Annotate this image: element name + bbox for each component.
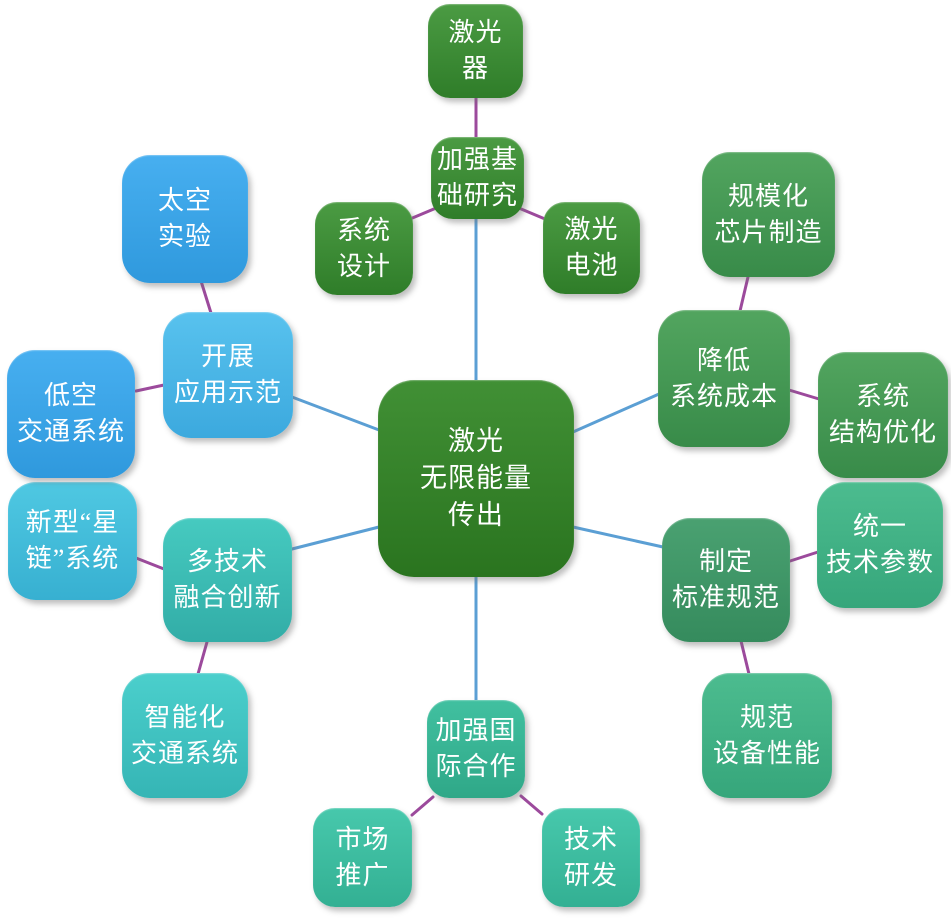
connector-application-demo-to-low-altitude-transport — [134, 383, 166, 393]
leaf-unified-technical-parameters: 统一 技术参数 — [817, 482, 943, 608]
connector-cooperation-to-tech-rd — [519, 794, 544, 816]
connector-standards-to-equipment-performance — [739, 639, 751, 676]
branch-set-standards-specifications: 制定 标准规范 — [662, 518, 790, 642]
leaf-technology-research-development: 技术 研发 — [542, 808, 640, 907]
leaf-new-starlink-system: 新型“星 链”系统 — [8, 482, 137, 600]
branch-strengthen-basic-research: 加强基 础研究 — [431, 137, 524, 219]
leaf-system-structure-optimization: 系统 结构优化 — [818, 352, 948, 478]
leaf-laser-device: 激光 器 — [428, 4, 523, 98]
connector-reduce-cost-to-structure-optimization — [787, 388, 821, 401]
leaf-market-promotion: 市场 推广 — [313, 808, 412, 907]
leaf-standardize-equipment-performance: 规范 设备性能 — [702, 673, 832, 798]
branch-multi-technology-fusion-innovation: 多技术 融合创新 — [163, 518, 292, 642]
leaf-intelligent-transport-system: 智能化 交通系统 — [122, 673, 248, 798]
branch-strengthen-international-cooperation: 加强国 际合作 — [427, 700, 525, 798]
connector-reduce-cost-to-chip-manufacturing — [738, 275, 750, 313]
leaf-low-altitude-transport-system: 低空 交通系统 — [7, 350, 135, 478]
leaf-large-scale-chip-manufacturing: 规模化 芯片制造 — [702, 152, 835, 277]
leaf-system-design: 系统 设计 — [315, 202, 413, 295]
connector-cooperation-to-market-promotion — [410, 795, 435, 817]
connector-application-demo-to-space-experiment — [199, 279, 213, 315]
connector-root-to-multi-tech-innovation — [290, 525, 381, 551]
connector-root-to-application-demo — [290, 395, 381, 432]
branch-carry-out-application-demonstration: 开展 应用示范 — [163, 312, 293, 438]
connector-root-to-reduce-cost — [571, 392, 661, 434]
root-node-laser-wireless-energy-transfer: 激光 无限能量 传出 — [378, 380, 574, 577]
leaf-space-experiment: 太空 实验 — [122, 155, 248, 283]
connector-innovation-to-smart-transport — [196, 640, 209, 676]
connector-innovation-to-starlink-system — [134, 556, 166, 571]
leaf-laser-battery: 激光 电池 — [543, 202, 640, 294]
branch-reduce-system-cost: 降低 系统成本 — [658, 310, 790, 447]
connector-root-to-set-standards — [571, 525, 665, 549]
connector-standards-to-unified-parameters — [785, 550, 820, 564]
